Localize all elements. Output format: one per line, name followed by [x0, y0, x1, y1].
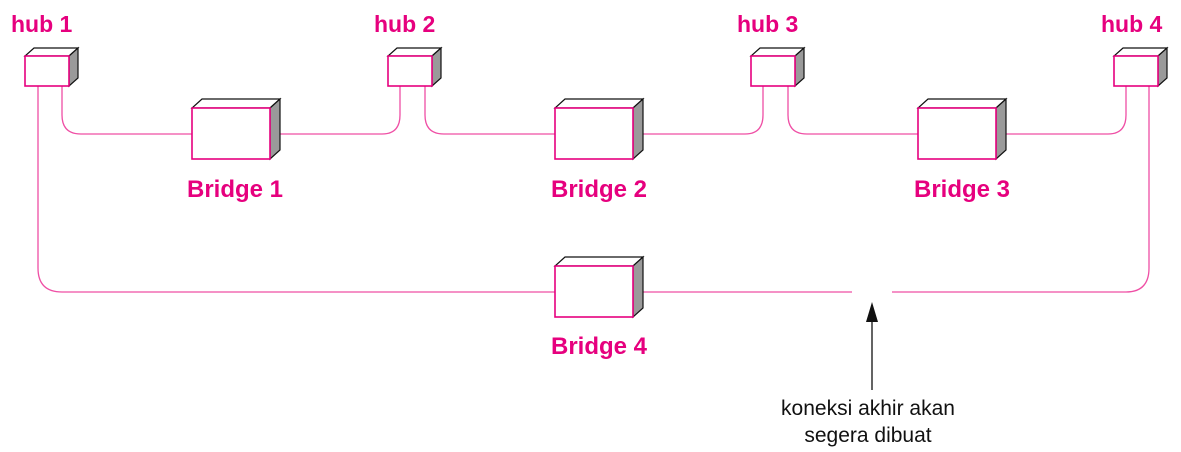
hub-1-front	[24, 55, 70, 87]
hub-2-label: hub 2	[374, 11, 435, 37]
annotation-line-2: segera dibuat	[804, 424, 931, 447]
bridge-1-top	[190, 98, 282, 109]
bridge-1-front	[191, 107, 271, 160]
hub-3: hub 3	[737, 11, 806, 88]
pending-connection-arrow	[866, 302, 878, 390]
bridge-4-label: Bridge 4	[551, 333, 648, 360]
wire-hub1-bridge4	[37, 86, 555, 293]
wire-gap-hub4	[892, 86, 1150, 293]
wire-hub2-bridge2	[424, 86, 555, 135]
wires	[37, 86, 1150, 293]
bridge-4: Bridge 4	[551, 255, 648, 360]
bridge-2: Bridge 2	[551, 97, 647, 203]
bridge-3-top	[916, 98, 1008, 109]
bridge-3-front	[917, 107, 997, 160]
bridge-2-side	[632, 97, 644, 161]
hub-4-front	[1113, 55, 1159, 87]
annotation-line-1: koneksi akhir akan	[781, 397, 955, 420]
wire-bridge1-hub2	[280, 86, 401, 135]
bridge-4-front	[554, 265, 634, 318]
bridge-2-front	[554, 107, 634, 160]
hub-2: hub 2	[374, 11, 443, 88]
hub-1: hub 1	[11, 11, 80, 88]
bridge-1-label: Bridge 1	[187, 176, 283, 203]
wire-hub1-bridge1	[61, 86, 192, 135]
bridge-3-side	[995, 97, 1007, 161]
hub-2-front	[387, 55, 433, 87]
wire-hub3-bridge3	[787, 86, 918, 135]
wire-bridge2-hub3	[643, 86, 764, 135]
bridge-4-top	[553, 256, 645, 267]
wire-bridge3-hub4	[1006, 86, 1127, 135]
arrow-head-icon	[866, 302, 878, 322]
hub-3-label: hub 3	[737, 11, 798, 37]
bridge-3-label: Bridge 3	[914, 176, 1010, 203]
hub-1-label: hub 1	[11, 11, 73, 37]
bridge-1: Bridge 1	[187, 97, 283, 203]
bridge-2-label: Bridge 2	[551, 176, 647, 203]
bridge-4-side	[632, 255, 644, 319]
bridge-1-side	[269, 97, 281, 161]
bridge-2-top	[553, 98, 645, 109]
bridge-3: Bridge 3	[914, 97, 1010, 203]
hub-4: hub 4	[1101, 11, 1169, 88]
hub-4-label: hub 4	[1101, 11, 1163, 37]
hub-3-front	[750, 55, 796, 87]
